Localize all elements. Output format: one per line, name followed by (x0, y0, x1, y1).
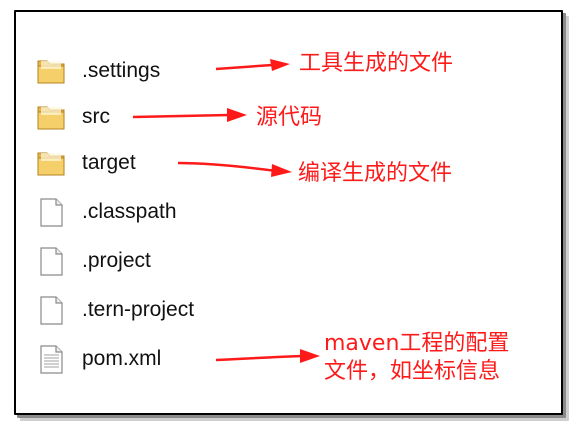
list-item-tern-project[interactable]: .tern-project (36, 295, 194, 325)
list-item-classpath[interactable]: .classpath (36, 197, 177, 227)
annotation-settings: 工具生成的文件 (299, 51, 454, 76)
item-name: target (82, 151, 136, 174)
annotation-src: 源代码 (256, 105, 323, 130)
list-item-settings[interactable]: .settings (36, 56, 160, 86)
folder-icon (36, 148, 68, 178)
folder-icon (36, 56, 68, 86)
list-item-target[interactable]: target (36, 148, 136, 178)
item-name: pom.xml (82, 347, 162, 370)
file-icon (36, 246, 68, 276)
item-name: .classpath (82, 200, 177, 223)
file-icon (36, 197, 68, 227)
list-item-project[interactable]: .project (36, 246, 151, 276)
annotation-target: 编译生成的文件 (298, 161, 453, 186)
folder-icon (36, 102, 68, 132)
text-file-icon (36, 344, 68, 374)
file-icon (36, 295, 68, 325)
explorer-panel: .settings src target (14, 10, 563, 415)
arrow-icon (177, 161, 292, 177)
annotation-pom-line2: 文件，如坐标信息 (324, 359, 501, 384)
arrow-icon (215, 59, 290, 71)
arrow-icon (215, 349, 320, 363)
annotation-pom-line1: maven工程的配置 (324, 331, 510, 356)
arrow-icon (132, 108, 247, 122)
item-name: .settings (82, 59, 161, 82)
list-item-src[interactable]: src (36, 102, 110, 132)
item-name: src (82, 105, 110, 128)
item-name: .project (82, 249, 151, 272)
item-name: .tern-project (82, 298, 195, 321)
list-item-pom[interactable]: pom.xml (36, 344, 161, 374)
